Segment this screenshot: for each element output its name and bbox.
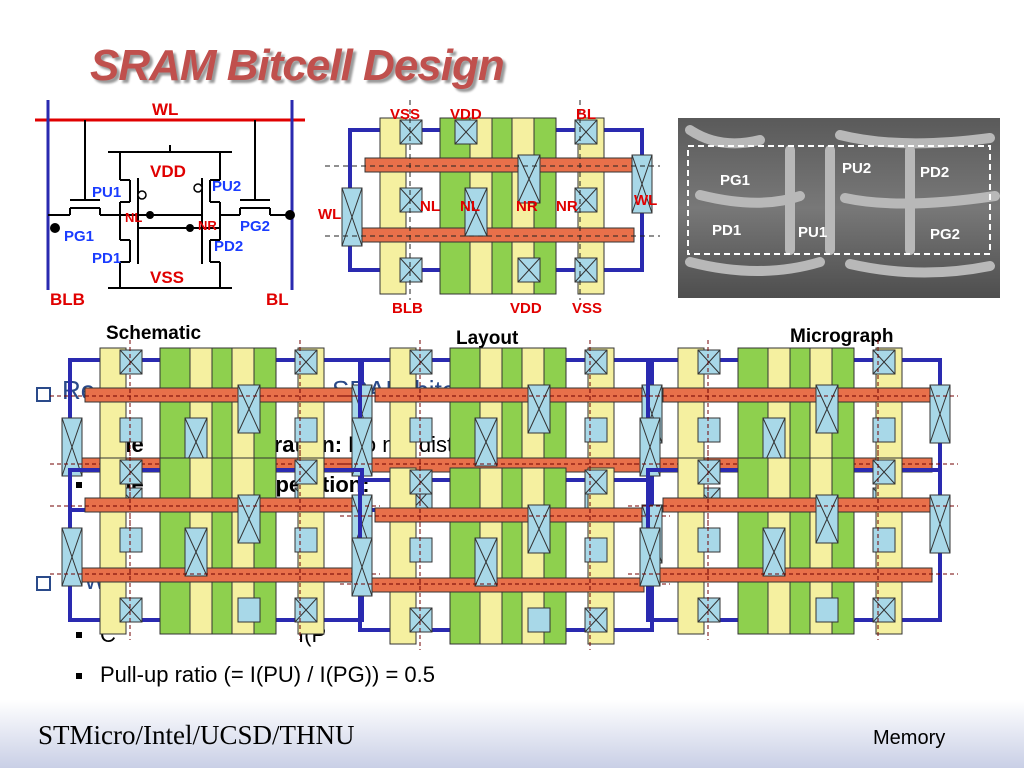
schematic-label-pd1: PD1 bbox=[92, 250, 122, 267]
schematic-label-blb: BLB bbox=[50, 290, 85, 309]
footer-band bbox=[0, 700, 1024, 768]
layout-label-vss-top: VSS bbox=[390, 106, 421, 123]
micrograph-label-pg2: PG2 bbox=[930, 226, 961, 243]
micrograph-label-pg1: PG1 bbox=[720, 172, 751, 189]
micrograph-label-pu2: PU2 bbox=[842, 160, 872, 177]
schematic-label-bl: BL bbox=[266, 290, 289, 309]
layout-label-nl-1: NL bbox=[420, 198, 440, 215]
footer-topic: Memory bbox=[873, 727, 946, 749]
schematic-label-pg2: PG2 bbox=[240, 218, 271, 235]
layout-label-vss-bottom: VSS bbox=[572, 300, 603, 317]
bullet-marker bbox=[36, 387, 51, 402]
schematic-label-vdd: VDD bbox=[150, 162, 186, 181]
schematic-label-wl: WL bbox=[152, 100, 179, 119]
micrograph-label-pd1: PD1 bbox=[712, 222, 742, 239]
sub-bullet-marker bbox=[76, 482, 82, 488]
sub-bullet-marker bbox=[76, 632, 82, 638]
sub-bullet-marker bbox=[76, 673, 82, 679]
micrograph-caption: Micrograph bbox=[790, 326, 894, 347]
layout-label-blb-bottom: BLB bbox=[392, 300, 423, 317]
micrograph-label-pu1: PU1 bbox=[798, 224, 828, 241]
bullet-2b-pull-up-ratio: Pull-up ratio (= I(PU) / I(PG)) = 0.5 bbox=[100, 662, 435, 687]
footer-affiliation: STMicro/Intel/UCSD/THNU bbox=[38, 720, 355, 750]
layout-label-nr-2: NR bbox=[556, 198, 578, 215]
schematic-caption: Schematic bbox=[106, 323, 202, 344]
layout-label-nr-1: NR bbox=[516, 198, 538, 215]
layout-label-wl-right: WL bbox=[634, 192, 658, 209]
schematic-label-nr: NR bbox=[198, 218, 217, 233]
micrograph-label-pd2: PD2 bbox=[920, 164, 950, 181]
layout-caption: Layout bbox=[456, 328, 519, 349]
layout-label-wl-left: WL bbox=[318, 206, 342, 223]
schematic-label-pg1: PG1 bbox=[64, 228, 95, 245]
schematic-label-pu1: PU1 bbox=[92, 184, 122, 201]
schematic-label-nl: NL bbox=[125, 210, 143, 225]
layout-label-nl-2: NL bbox=[460, 198, 480, 215]
schematic-label-pd2: PD2 bbox=[214, 238, 244, 255]
layout-label-bl-top: BL bbox=[576, 106, 596, 123]
slide-title: SRAM Bitcell Design bbox=[90, 41, 505, 90]
bullet-marker bbox=[36, 576, 51, 591]
layout-label-vdd-bottom: VDD bbox=[510, 300, 542, 317]
layout-label-vdd-top: VDD bbox=[450, 106, 482, 123]
schematic-label-pu2: PU2 bbox=[212, 178, 242, 195]
schematic-label-vss: VSS bbox=[150, 268, 185, 287]
